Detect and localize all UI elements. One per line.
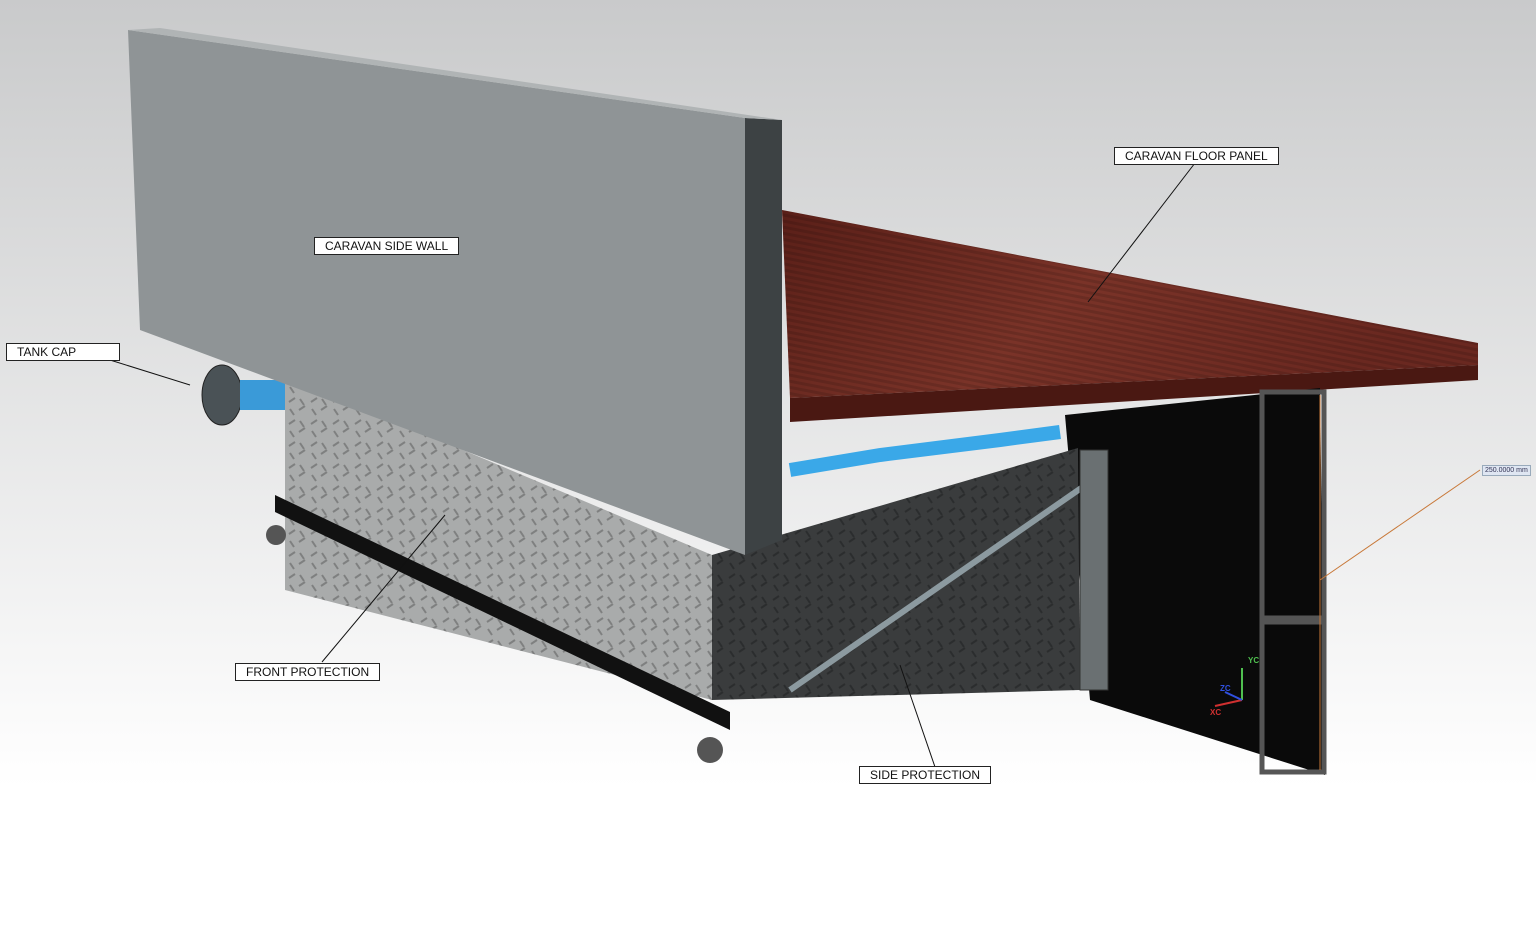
label-tank-cap: TANK CAP <box>6 343 120 361</box>
label-floor-panel: CARAVAN FLOOR PANEL <box>1114 147 1279 165</box>
side-protection-panel <box>712 448 1109 700</box>
axis-y-label: YC <box>1248 656 1260 665</box>
axis-z-label: ZC <box>1220 684 1231 693</box>
bottom-rail <box>266 495 730 763</box>
chassis-tubes <box>1065 388 1481 775</box>
side-wall <box>128 28 782 555</box>
water-pipe <box>788 425 1061 477</box>
axis-x-label: XC <box>1210 708 1222 717</box>
dimension-readout: 250.0000 mm <box>1482 465 1531 476</box>
tank-cap <box>201 364 285 426</box>
floor-panel <box>782 210 1478 422</box>
axis-triad <box>1214 668 1243 707</box>
front-protection-panel <box>285 375 712 700</box>
label-side-protection: SIDE PROTECTION <box>859 766 992 784</box>
label-side-wall: CARAVAN SIDE WALL <box>314 237 460 255</box>
label-front-protection: FRONT PROTECTION <box>235 663 381 681</box>
leader-lines <box>109 162 1196 768</box>
